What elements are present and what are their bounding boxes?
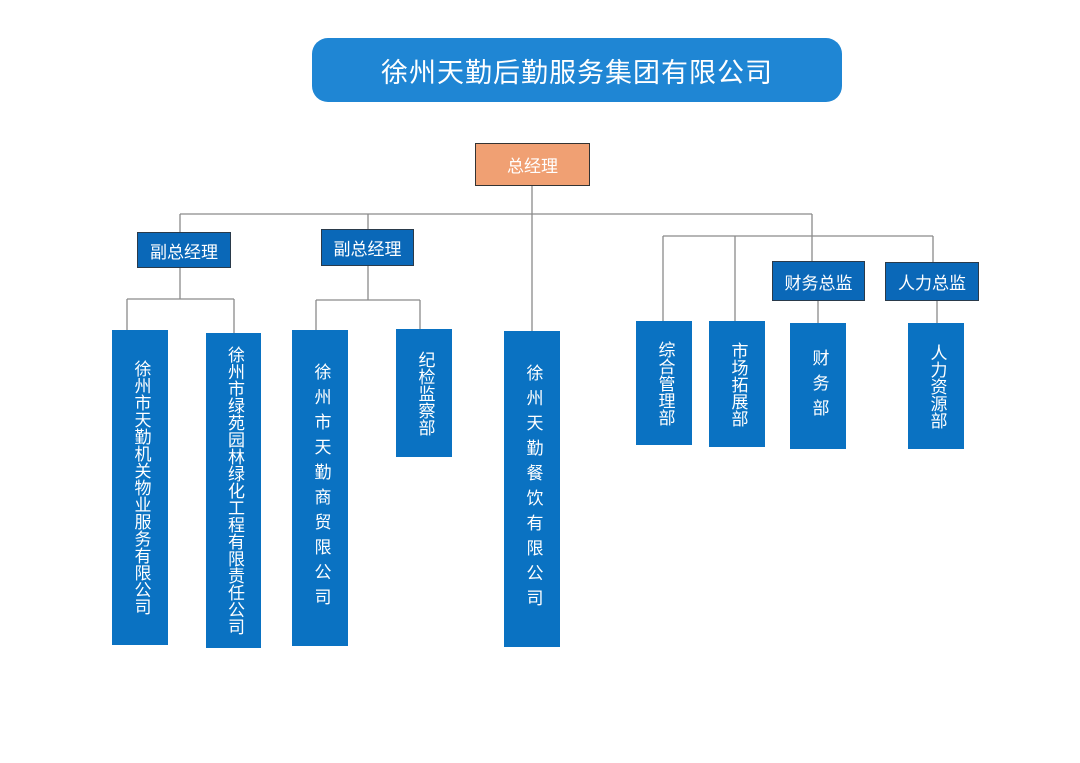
unit-trade: 徐州市天勤商贸限公司 bbox=[292, 330, 348, 646]
general-manager-box: 总经理 bbox=[475, 143, 590, 186]
unit-general-administration: 综合管理部 bbox=[636, 321, 692, 445]
page-title: 徐州天勤后勤服务集团有限公司 bbox=[312, 38, 842, 102]
unit-property-services: 徐州市天勤机关物业服务有限公司 bbox=[112, 330, 168, 645]
unit-catering: 徐州天勤餐饮有限公司 bbox=[504, 331, 560, 647]
hr-director-box: 人力总监 bbox=[885, 262, 979, 301]
unit-discipline-inspection: 纪检监察部 bbox=[396, 329, 452, 457]
unit-marketing: 市场拓展部 bbox=[709, 321, 765, 447]
unit-finance-department: 财务部 bbox=[790, 323, 846, 449]
finance-director-box: 财务总监 bbox=[772, 261, 865, 301]
deputy-general-manager-box-2: 副总经理 bbox=[321, 229, 414, 266]
deputy-general-manager-box-1: 副总经理 bbox=[137, 232, 231, 268]
unit-hr-department: 人力资源部 bbox=[908, 323, 964, 449]
unit-landscaping: 徐州市绿苑园林绿化工程有限责任公司 bbox=[206, 333, 261, 648]
